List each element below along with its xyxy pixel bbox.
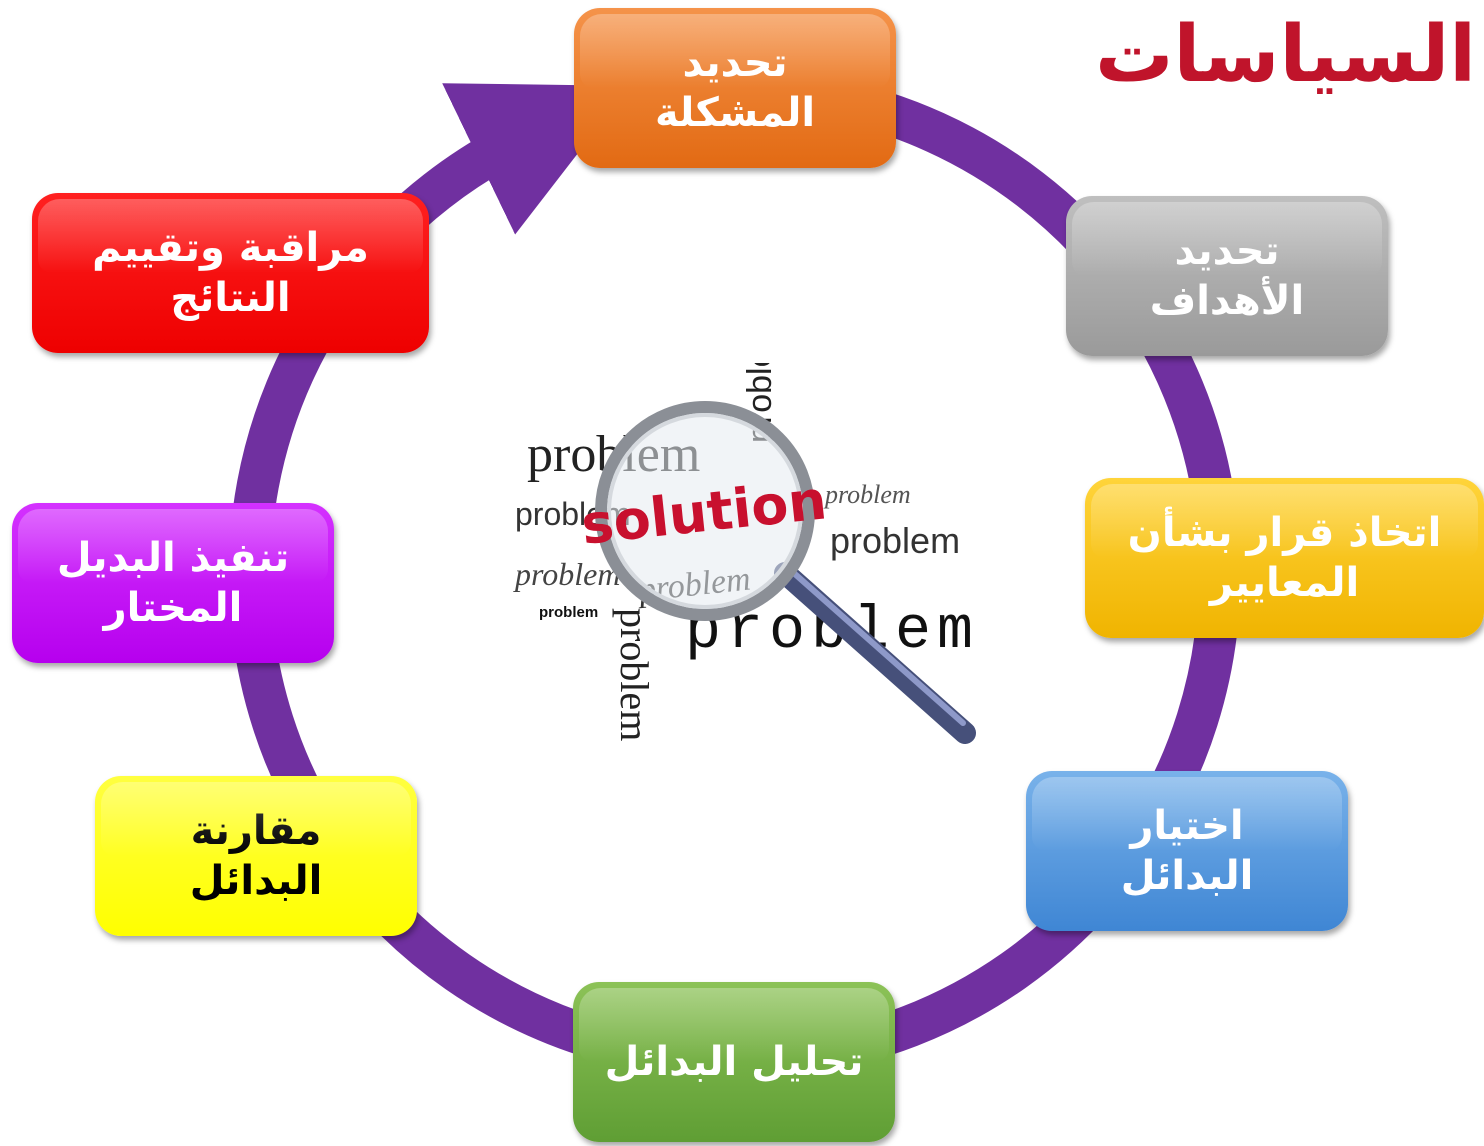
step-implement-alternative: تنفيذ البديل المختار <box>12 503 334 663</box>
word-problem-4: problem <box>539 604 598 621</box>
magnifier-handle-shine <box>784 564 966 726</box>
step-decide-criteria-label: اتخاذ قرار بشأن المعايير <box>1127 510 1442 606</box>
step-compare-alternatives: مقارنة البدائل <box>95 776 417 936</box>
word-problem-5: problem <box>830 520 960 561</box>
step-monitor-results: مراقبة وتقييم النتائج <box>32 193 429 353</box>
step-define-objectives-label: تحديد الأهداف <box>1149 228 1305 324</box>
magnifier-illustration: problem problem problem problem problem … <box>513 320 976 744</box>
word-problem-6: problem <box>823 480 911 509</box>
problem-solution-image: problem problem problem problem problem … <box>495 320 1010 761</box>
step-define-objectives: تحديد الأهداف <box>1066 196 1388 356</box>
step-select-alternatives-label: اختيار البدائل <box>1120 803 1254 899</box>
page-title: السياسات <box>1095 10 1476 100</box>
step-implement-alternative-label: تنفيذ البديل المختار <box>56 535 290 631</box>
magnifier-lens <box>595 401 815 621</box>
step-analyze-alternatives: تحليل البدائل <box>573 982 895 1142</box>
magnifier-handle <box>774 562 976 744</box>
step-analyze-alternatives-label: تحليل البدائل <box>604 1039 864 1085</box>
magnifier-rim <box>607 413 803 609</box>
word-problem-3: problem <box>513 556 620 592</box>
step-define-problem: تحديد المشكلة <box>574 8 896 168</box>
word-problem-9: problem <box>612 608 657 741</box>
step-compare-alternatives-label: مقارنة البدائل <box>189 808 323 904</box>
step-select-alternatives: اختيار البدائل <box>1026 771 1348 931</box>
step-decide-criteria: اتخاذ قرار بشأن المعايير <box>1085 478 1484 638</box>
step-monitor-results-label: مراقبة وتقييم النتائج <box>92 225 369 321</box>
step-define-problem-label: تحديد المشكلة <box>654 40 816 136</box>
